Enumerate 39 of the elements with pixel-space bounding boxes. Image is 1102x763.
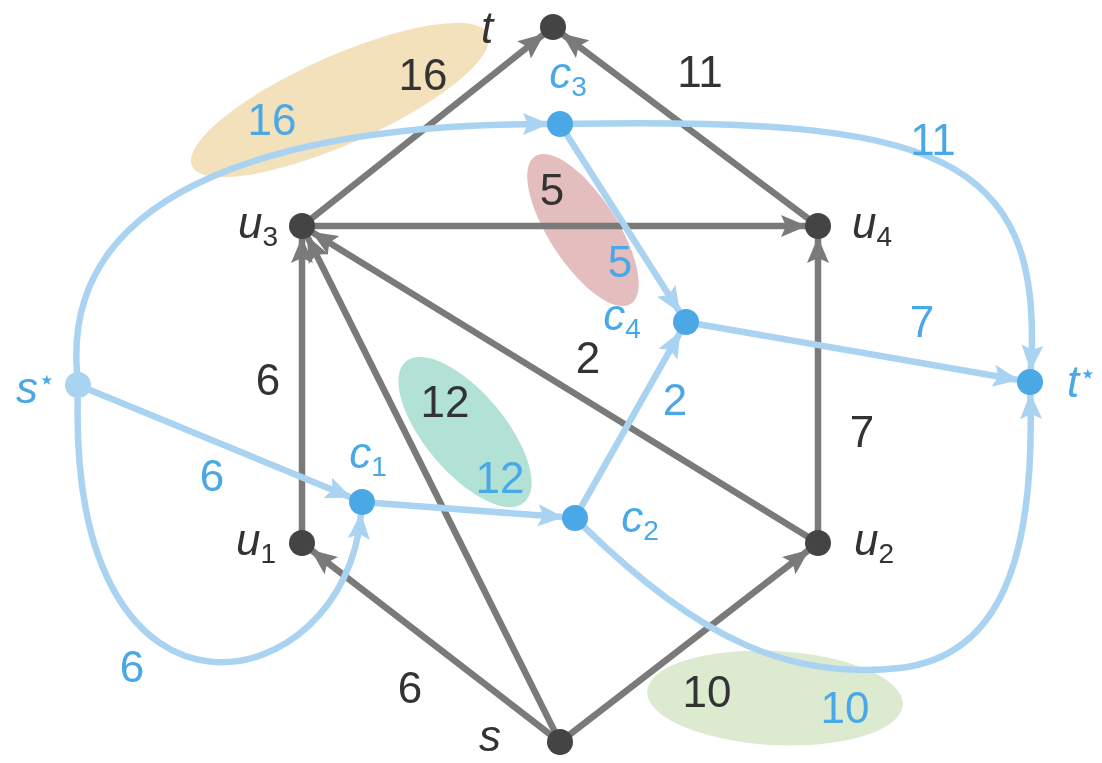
- vertex-label: t$^{⋆}$: [1066, 360, 1098, 404]
- edge-label: 11: [910, 118, 956, 162]
- edge-label: 6: [397, 666, 423, 710]
- edge-label: 11: [677, 50, 723, 94]
- vertex-label: u$_{1}$: [235, 518, 277, 568]
- vertex-label: c$_{3}$: [549, 51, 587, 101]
- arrow: [304, 234, 558, 734]
- arrow: [308, 31, 547, 222]
- arrow: [567, 547, 811, 738]
- edge-label: 2: [575, 336, 601, 380]
- edge-label: 7: [909, 300, 935, 344]
- edge-label: 2: [662, 378, 688, 422]
- edge-label: 7: [849, 410, 875, 454]
- edge-label: 5: [607, 240, 633, 284]
- vertex-label: c$_{2}$: [621, 495, 659, 545]
- vertex-label: s: [479, 714, 501, 758]
- arrow: [309, 229, 811, 540]
- vertex-label: c$_{1}$: [349, 431, 387, 481]
- edge-label: 6: [119, 645, 145, 689]
- edge-label: 6: [199, 454, 225, 498]
- edge-label: 10: [682, 670, 732, 714]
- arrow: [86, 386, 354, 501]
- vertex-label: t: [480, 6, 494, 50]
- edge-label: 16: [398, 53, 448, 97]
- edge-label: 12: [420, 380, 470, 424]
- vertex-label: u$_{4}$: [851, 201, 893, 251]
- arrow: [309, 547, 553, 738]
- edge-label: 6: [255, 358, 281, 402]
- vertex-label: u$_{2}$: [853, 518, 895, 568]
- vertex-label: u$_{3}$: [237, 201, 279, 251]
- vertex-label: c$_{4}$: [603, 293, 641, 343]
- vertex-label: s$^{⋆}$: [16, 366, 56, 410]
- arrow: [578, 330, 683, 510]
- arrow: [563, 131, 683, 315]
- edge-label: 16: [247, 98, 297, 142]
- edge-label: 10: [820, 686, 870, 730]
- arrow: [560, 31, 811, 222]
- edge-label: 12: [475, 456, 525, 500]
- edge-label: 5: [539, 168, 565, 212]
